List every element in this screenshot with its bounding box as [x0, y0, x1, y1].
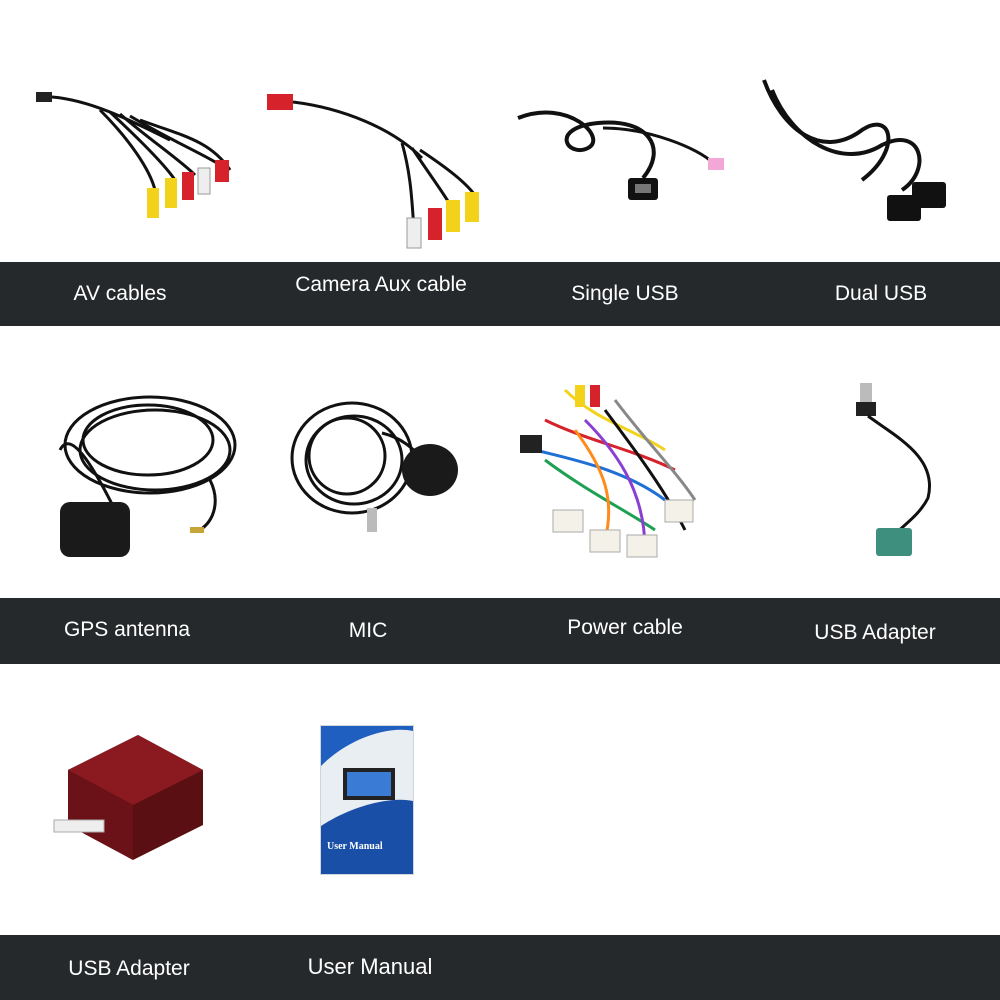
camera-aux-cable-image: [262, 88, 492, 253]
manual-cover-title: User Manual: [327, 841, 383, 852]
item-label: USB Adapter: [814, 621, 936, 644]
item-label: Dual USB: [834, 282, 928, 305]
usb-adapter-cable-image: [838, 378, 948, 568]
user-manual-image: User Manual: [320, 725, 414, 875]
item-label: Power cable: [567, 616, 683, 639]
label-band-row-1: [0, 262, 1000, 326]
item-label: MIC: [348, 619, 388, 642]
single-usb-image: [508, 88, 728, 208]
dual-usb-image: [752, 70, 952, 230]
mic-image: [282, 398, 462, 538]
item-label: Single USB: [571, 282, 679, 305]
item-label: User Manual: [307, 954, 433, 979]
label-band-row-2: [0, 598, 1000, 664]
av-cables-image: [30, 80, 240, 230]
gps-antenna-image: [40, 390, 240, 565]
usb-adapter-box-image: [48, 730, 208, 865]
item-label: Camera Aux cable: [295, 273, 467, 296]
label-band-row-3: [0, 935, 1000, 1000]
item-label: USB Adapter: [68, 957, 190, 980]
item-label: AV cables: [73, 282, 167, 305]
power-cable-image: [515, 380, 715, 575]
item-label: GPS antenna: [63, 618, 191, 641]
